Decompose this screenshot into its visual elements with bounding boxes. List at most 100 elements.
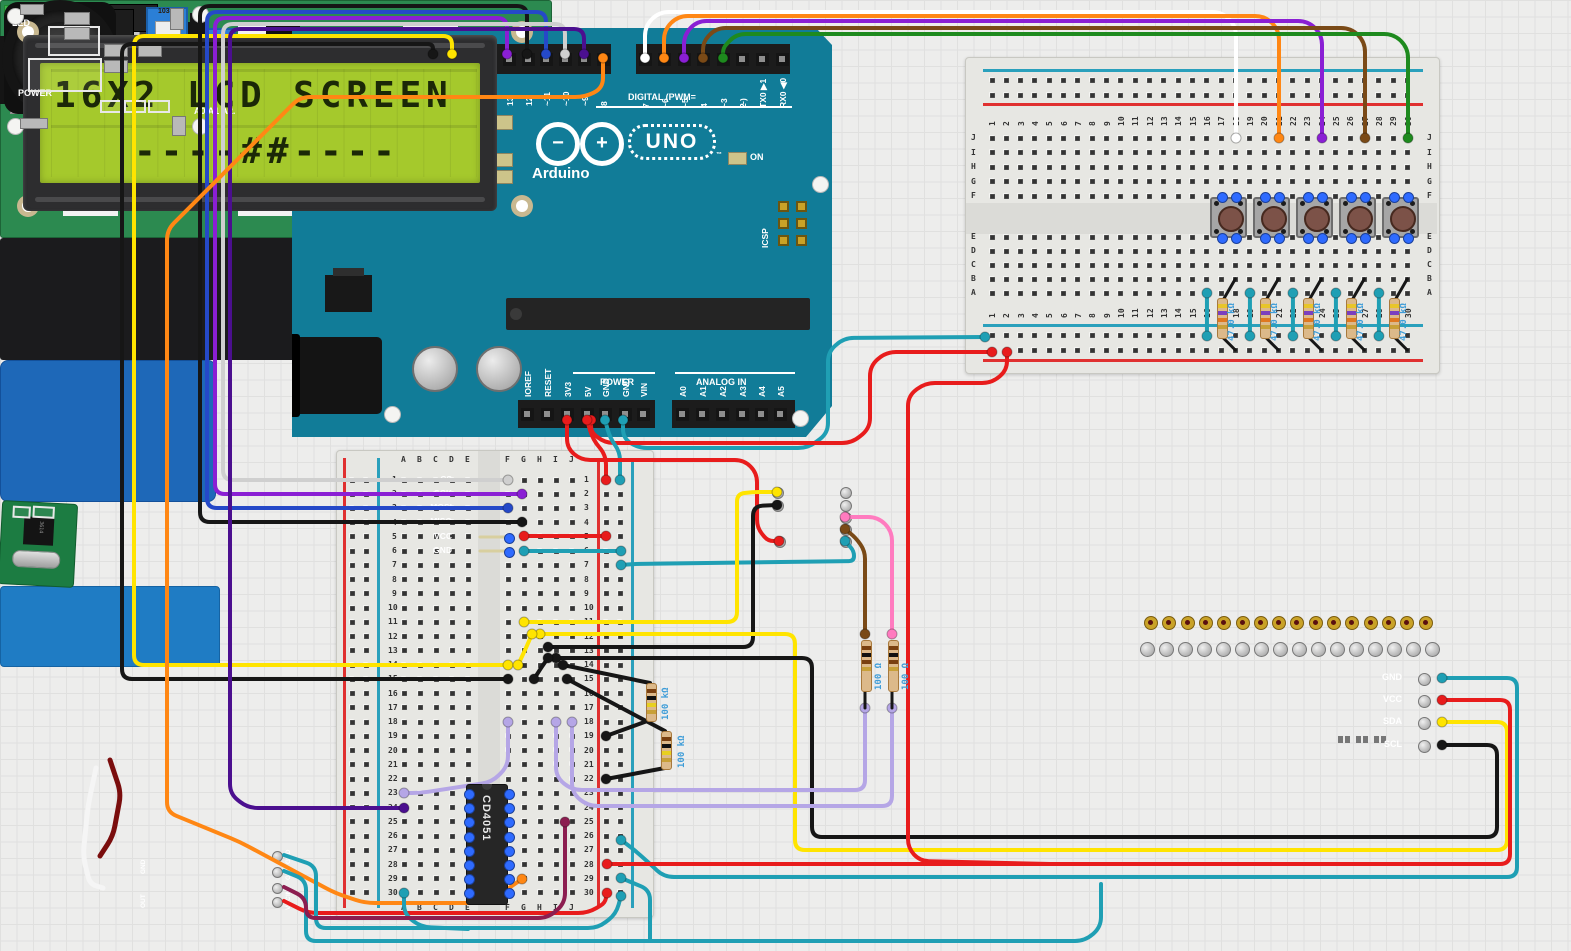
lcd-pin[interactable]: [1418, 616, 1433, 630]
i2c-header-pin[interactable]: [1216, 642, 1231, 657]
fm-module-pad[interactable]: [772, 487, 784, 499]
amp-pin-in[interactable]: [272, 883, 283, 894]
amp-pin-gnd[interactable]: [272, 851, 283, 862]
arduino-pin[interactable]: [736, 53, 749, 66]
arduino-pin[interactable]: [717, 53, 730, 66]
audio-amplifier-module[interactable]: 103: [0, 5, 220, 667]
fm-module-pad[interactable]: [840, 500, 852, 512]
arduino-pin[interactable]: [561, 408, 574, 421]
i2c-header-pin[interactable]: [1140, 642, 1155, 657]
lcd-pin[interactable]: [1235, 616, 1250, 630]
fm-module-pad[interactable]: [840, 524, 852, 536]
i2c-pin-gnd[interactable]: [1418, 673, 1431, 686]
lcd-pin[interactable]: [1290, 616, 1305, 630]
wire-speaker-neg[interactable]: [81, 765, 106, 891]
lcd-pin[interactable]: [1381, 616, 1396, 630]
resistor-100k[interactable]: [660, 731, 672, 770]
arduino-pin[interactable]: [658, 53, 671, 66]
arduino-pin[interactable]: [755, 408, 768, 421]
i2c-header-pin[interactable]: [1273, 642, 1288, 657]
breadboard-hole: [1032, 248, 1038, 254]
amp-pin-gnd[interactable]: [272, 867, 283, 878]
arduino-pin[interactable]: [639, 53, 652, 66]
resistor-100ohm[interactable]: [860, 640, 872, 692]
icsp-pin[interactable]: [778, 218, 789, 229]
rail-hole: [1204, 92, 1210, 98]
arduino-pin[interactable]: [696, 408, 709, 421]
i2c-header-pin[interactable]: [1178, 642, 1193, 657]
lcd-pin[interactable]: [1144, 616, 1158, 630]
resistor-100ohm[interactable]: [887, 640, 899, 692]
wire-fm-pink[interactable]: [843, 515, 894, 636]
arduino-pin[interactable]: [521, 408, 534, 421]
fm-module-pad[interactable]: [840, 536, 852, 548]
breadboard-hole: [417, 762, 423, 768]
lcd-pin[interactable]: [1345, 616, 1360, 630]
i2c-header-pin[interactable]: [1235, 642, 1250, 657]
arduino-pin[interactable]: [540, 53, 553, 66]
wire-sda-to-i2c[interactable]: [538, 632, 1509, 852]
sd-pin-label: CS: [440, 474, 452, 484]
i2c-header-pin[interactable]: [1425, 642, 1440, 657]
wire-i2c-gnd-to-rail[interactable]: [619, 676, 1519, 879]
i2c-header-pin[interactable]: [1349, 642, 1364, 657]
lcd-pin[interactable]: [1198, 616, 1213, 630]
arduino-pin[interactable]: [597, 53, 610, 66]
arduino-pin[interactable]: [678, 53, 691, 66]
i2c-pin-sda[interactable]: [1418, 717, 1431, 730]
lcd-pin[interactable]: [1308, 616, 1323, 630]
i2c-header-pin[interactable]: [1406, 642, 1421, 657]
arduino-pin[interactable]: [716, 408, 729, 421]
i2c-header-pin[interactable]: [1159, 642, 1174, 657]
icsp-pin[interactable]: [796, 201, 807, 212]
fm-module-pad[interactable]: [774, 536, 786, 548]
i2c-header-pin[interactable]: [1387, 642, 1402, 657]
icsp-pin[interactable]: [778, 201, 789, 212]
arduino-pin[interactable]: [599, 408, 612, 421]
fm-radio-module[interactable]: 3614: [0, 500, 79, 588]
lcd-pin[interactable]: [1217, 616, 1232, 630]
lcd-pin[interactable]: [1253, 616, 1268, 630]
i2c-header-pin[interactable]: [1292, 642, 1307, 657]
lcd-pin[interactable]: [1363, 616, 1378, 630]
i2c-header-pin[interactable]: [1330, 642, 1345, 657]
i2c-pin-vcc[interactable]: [1418, 695, 1431, 708]
sd-card-module[interactable]: [0, 4, 216, 502]
fm-module-pad[interactable]: [840, 487, 852, 499]
i2c-backpack-module[interactable]: LED POWER A0 A1 A2.: [0, 18, 300, 360]
fm-module-pad[interactable]: [840, 512, 852, 524]
lcd-pin[interactable]: [1272, 616, 1287, 630]
i2c-header-pin[interactable]: [1368, 642, 1383, 657]
wire-scl-to-i2c[interactable]: [554, 656, 1499, 839]
lcd-pin[interactable]: [1327, 616, 1341, 630]
arduino-pin[interactable]: [581, 408, 594, 421]
arduino-pin[interactable]: [676, 408, 689, 421]
amp-pin-vcc[interactable]: [272, 897, 283, 908]
i2c-header-pin[interactable]: [1197, 642, 1212, 657]
arduino-pin[interactable]: [756, 53, 769, 66]
arduino-pin[interactable]: [619, 408, 632, 421]
icsp-pin[interactable]: [778, 235, 789, 246]
wire-fm-gnd-to-rail[interactable]: [619, 539, 857, 567]
arduino-pin[interactable]: [578, 53, 591, 66]
i2c-header-pin[interactable]: [1311, 642, 1326, 657]
icsp-pin[interactable]: [796, 218, 807, 229]
arduino-pin[interactable]: [559, 53, 572, 66]
wire-bb-red-down[interactable]: [906, 350, 1052, 866]
arduino-pin[interactable]: [541, 408, 554, 421]
lcd-pin[interactable]: [1162, 616, 1177, 630]
speaker[interactable]: [0, 0, 120, 785]
arduino-pin[interactable]: [697, 53, 710, 66]
fm-module-pad[interactable]: [772, 500, 784, 512]
arduino-pin[interactable]: [776, 53, 789, 66]
arduino-pin[interactable]: [774, 408, 787, 421]
i2c-header-pin[interactable]: [1254, 642, 1269, 657]
icsp-pin[interactable]: [796, 235, 807, 246]
arduino-pin[interactable]: [522, 53, 535, 66]
lcd-pin[interactable]: [1400, 616, 1415, 630]
i2c-pin-scl[interactable]: [1418, 740, 1431, 753]
arduino-pin[interactable]: [503, 53, 516, 66]
arduino-pin[interactable]: [637, 408, 650, 421]
arduino-pin[interactable]: [736, 408, 749, 421]
lcd-pin[interactable]: [1180, 616, 1195, 630]
